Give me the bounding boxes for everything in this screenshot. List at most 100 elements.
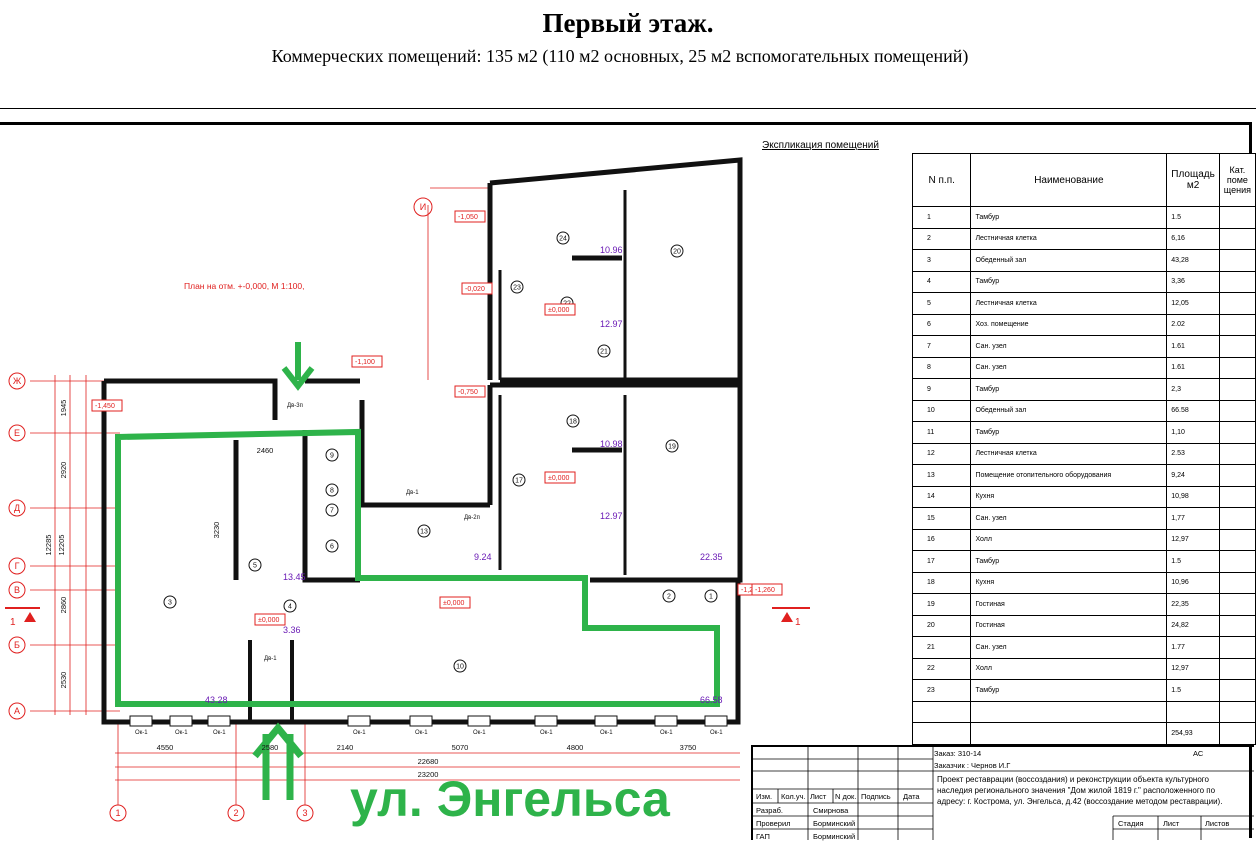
explication-cell-n: 2 — [911, 227, 972, 250]
explication-cell-name: Тамбур — [970, 679, 1168, 702]
room-number-circle — [512, 473, 526, 487]
explication-cell-n: 8 — [911, 356, 972, 379]
col-header-name: Наименование — [970, 153, 1168, 207]
explication-cell-area: 2.53 — [1166, 442, 1220, 465]
explication-cell-n: 19 — [911, 593, 972, 616]
explication-cell-cat — [1218, 356, 1256, 379]
explication-cell-name: Обеденный зал — [970, 399, 1168, 422]
axis-bubble — [227, 804, 245, 822]
axis-bubble — [8, 499, 26, 517]
explication-row: 254,93 — [911, 722, 1256, 745]
axis-letter: Е — [14, 428, 20, 438]
explication-cell-n: 3 — [911, 249, 972, 272]
explication-cell-n: 6 — [911, 313, 972, 336]
explication-cell-area: 22,35 — [1166, 593, 1220, 616]
level-value: -1,260 — [755, 587, 775, 594]
window — [409, 715, 433, 727]
explication-cell-area — [1166, 700, 1220, 723]
explication-cell-area: 3,36 — [1166, 270, 1220, 293]
explication-row — [911, 700, 1256, 723]
explication-cell-name: Сан. узел — [970, 636, 1168, 659]
explication-cell-name: Сан. узел — [970, 356, 1168, 379]
axis-bubble — [8, 581, 26, 599]
axis-number: 3 — [302, 808, 307, 818]
room-number-circle — [163, 595, 177, 609]
explication-cell-area: 66.58 — [1166, 399, 1220, 422]
window — [347, 715, 371, 727]
stamp-razrab: Разраб. — [756, 806, 784, 815]
room-number: 18 — [569, 419, 577, 426]
axis-bubble — [8, 557, 26, 575]
section-marks: 1 1 — [5, 607, 810, 628]
explication-cell-n: 22 — [911, 657, 972, 680]
window-label: Ок-1 — [710, 730, 723, 736]
dimension-total: 23200 — [418, 770, 439, 779]
dimension-bottom: 2580 — [262, 743, 279, 752]
explication-cell-n: 5 — [911, 292, 972, 315]
room-number-circle — [556, 231, 570, 245]
explication-cell-area: 6,16 — [1166, 227, 1220, 250]
door-label: Дв-1 — [406, 490, 419, 496]
explication-cell-area: 12,05 — [1166, 292, 1220, 315]
stamp-listov: Листов — [1205, 819, 1230, 828]
explication-cell-area: 12,97 — [1166, 657, 1220, 680]
explication-cell-name: Тамбур — [970, 550, 1168, 573]
explication-cell-name: Сан. узел — [970, 335, 1168, 358]
explication-cell-cat — [1218, 292, 1256, 315]
stamp-gap-name: Борминский — [813, 832, 856, 841]
explication-cell-name: Тамбур — [970, 378, 1168, 401]
window-label: Ок-1 — [213, 730, 226, 736]
room-area: 10.96 — [600, 245, 623, 255]
explication-cell-cat — [1218, 657, 1256, 680]
col-header-category: Кат. поме щения — [1218, 153, 1256, 207]
walls — [101, 157, 743, 725]
dimension-inner: 3230 — [212, 522, 221, 539]
explication-cell-name: Кухня — [970, 571, 1168, 594]
axis-bubble — [413, 197, 433, 217]
title-block: Заказ: 310-14 Заказчик : Чернов И.Г АС И… — [751, 745, 1254, 841]
level-value: ±0,000 — [443, 600, 464, 607]
room-number-circle — [325, 539, 339, 553]
level-box — [461, 282, 493, 295]
explication-cell-n: 18 — [911, 571, 972, 594]
room-area: 12.97 — [600, 319, 623, 329]
axis-letter: Ж — [13, 376, 22, 386]
dimension-bottom: 3750 — [680, 743, 697, 752]
dimension-total: 22680 — [418, 757, 439, 766]
stamp-col-izm: Изм. — [756, 792, 773, 801]
section-mark-left: 1 — [10, 617, 16, 628]
section-mark-right: 1 — [795, 617, 801, 628]
window-label: Ок-1 — [473, 730, 486, 736]
level-value: ±0,000 — [258, 617, 279, 624]
explication-cell-name: Лестничная клетка — [970, 442, 1168, 465]
window-label: Ок-1 — [660, 730, 673, 736]
explication-header-row: N п.п. Наименование Площадь м2 Кат. поме… — [911, 153, 1256, 207]
stamp-col-kol: Кол.уч. — [781, 792, 806, 801]
explication-cell-cat — [1218, 399, 1256, 422]
level-box — [544, 303, 576, 316]
explication-cell-cat — [1218, 421, 1256, 444]
stamp-col-list: Лист — [810, 792, 827, 801]
page-title: Первый этаж. — [542, 8, 714, 38]
room-number: 24 — [559, 236, 567, 243]
explication-cell-area: 1.5 — [1166, 679, 1220, 702]
explication-cell-cat — [1218, 442, 1256, 465]
dimension-total-left: 12285 — [44, 535, 53, 556]
window — [654, 715, 678, 727]
room-number-circle — [704, 589, 718, 603]
room-number: 20 — [673, 249, 681, 256]
explication-cell-n: 14 — [911, 485, 972, 508]
level-box — [751, 583, 783, 596]
explication-cell-n: 4 — [911, 270, 972, 293]
room-numbers: 34567891013171819202122232421 — [163, 231, 718, 673]
room-number: 19 — [668, 444, 676, 451]
explication-table: N п.п. Наименование Площадь м2 Кат. поме… — [911, 153, 1256, 745]
